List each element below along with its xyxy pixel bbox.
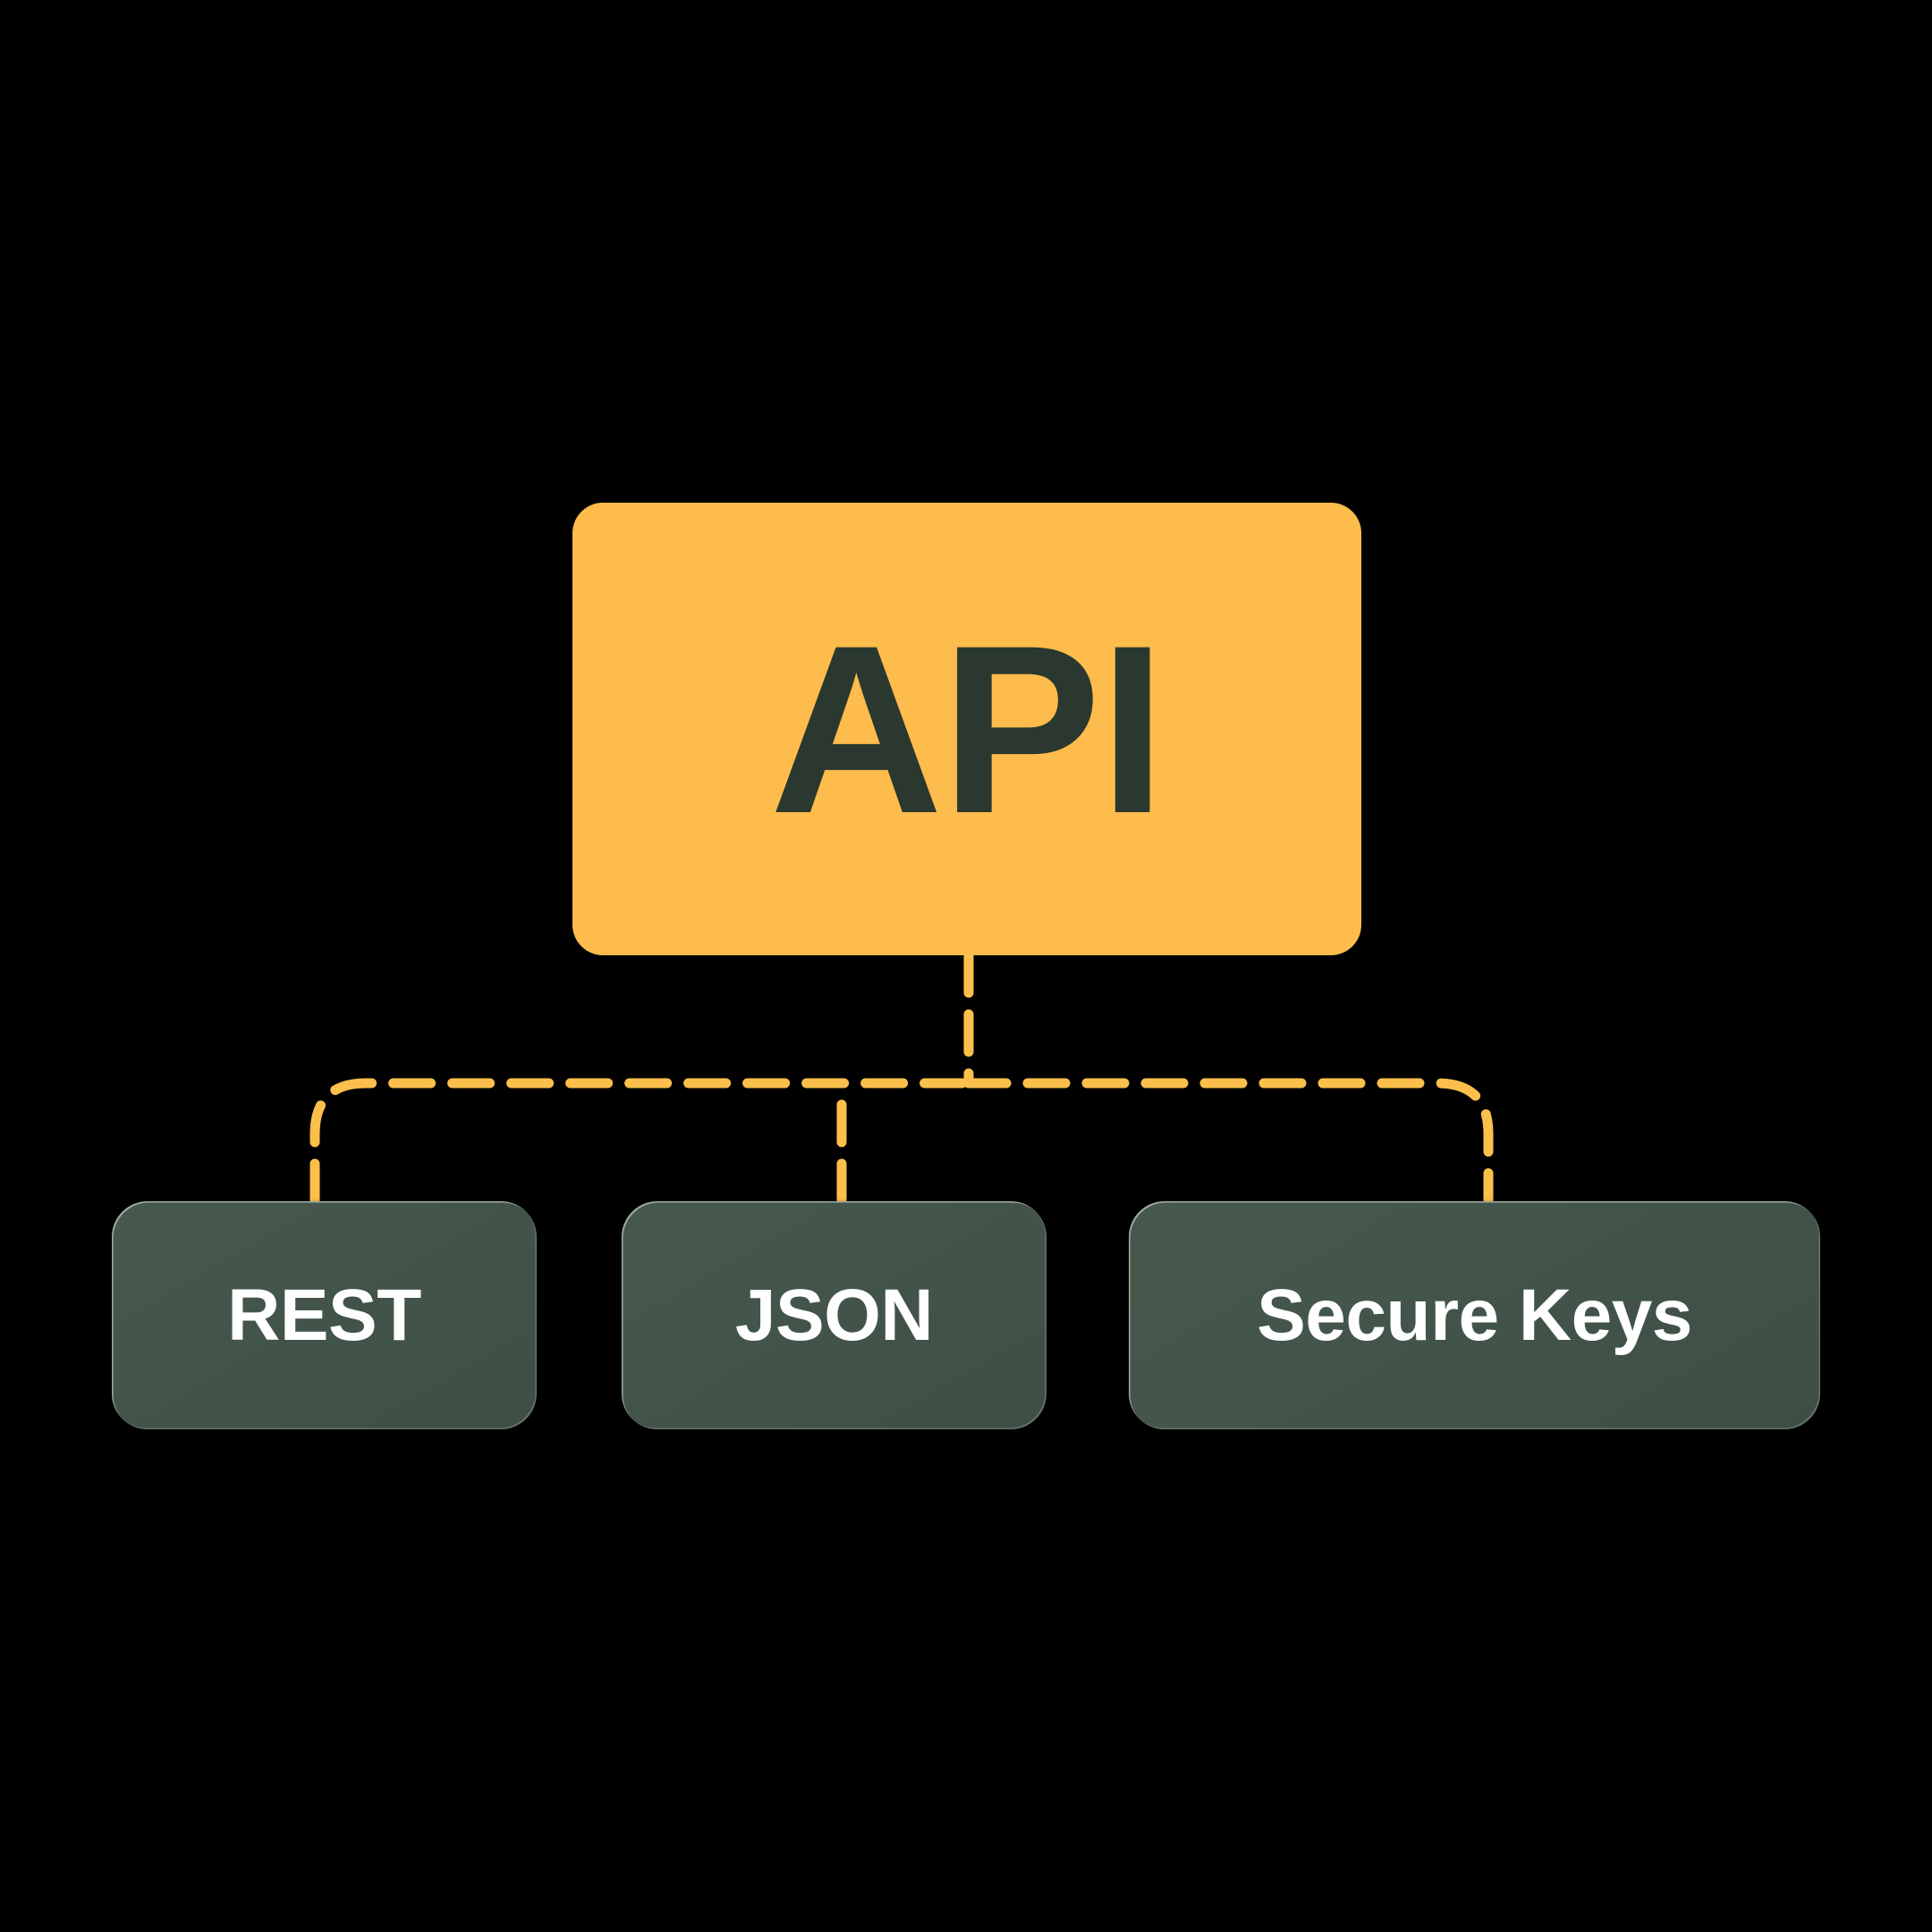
node-rest-label: REST — [227, 1274, 421, 1356]
node-secure-keys-label: Secure Keys — [1257, 1274, 1692, 1356]
node-api[interactable]: API — [572, 503, 1361, 955]
node-secure-keys[interactable]: Secure Keys — [1129, 1201, 1820, 1429]
node-json-label: JSON — [734, 1274, 934, 1356]
node-json[interactable]: JSON — [622, 1201, 1046, 1429]
node-api-label: API — [769, 595, 1166, 863]
connector-branch-rest — [309, 1078, 974, 1207]
node-rest[interactable]: REST — [112, 1201, 537, 1429]
connector-branch-secure-keys — [963, 1078, 1494, 1207]
